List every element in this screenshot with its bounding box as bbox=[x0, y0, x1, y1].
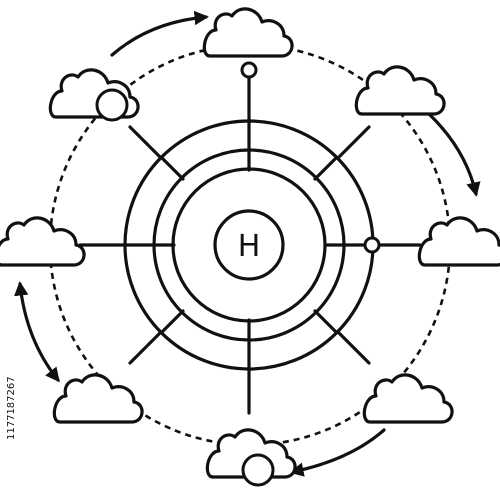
cloud-bottom-marker bbox=[241, 453, 275, 487]
hub-label: H bbox=[238, 229, 261, 264]
arrow-right-icon bbox=[428, 113, 481, 197]
hub-spokes bbox=[78, 74, 422, 415]
cloud-top-right-icon bbox=[354, 65, 446, 116]
connector-dot-top bbox=[240, 61, 258, 79]
stock-watermark-id: 1177187267 bbox=[6, 376, 17, 440]
arrow-bottom-icon bbox=[289, 428, 386, 477]
connector-dot-right bbox=[363, 236, 381, 254]
cloud-top-left-marker bbox=[95, 88, 129, 122]
arrow-left-bidirectional-icon bbox=[14, 281, 60, 383]
arrow-top-icon bbox=[110, 10, 209, 57]
cloud-right-icon bbox=[417, 216, 500, 267]
cloud-top-icon bbox=[202, 7, 294, 58]
cloud-bottom-left-icon bbox=[52, 373, 144, 424]
cloud-markers bbox=[95, 88, 275, 487]
flow-arrows bbox=[14, 10, 481, 477]
cloud-bottom-right-icon bbox=[362, 373, 454, 424]
central-hub: H bbox=[123, 118, 375, 372]
connector-dots bbox=[240, 61, 381, 254]
